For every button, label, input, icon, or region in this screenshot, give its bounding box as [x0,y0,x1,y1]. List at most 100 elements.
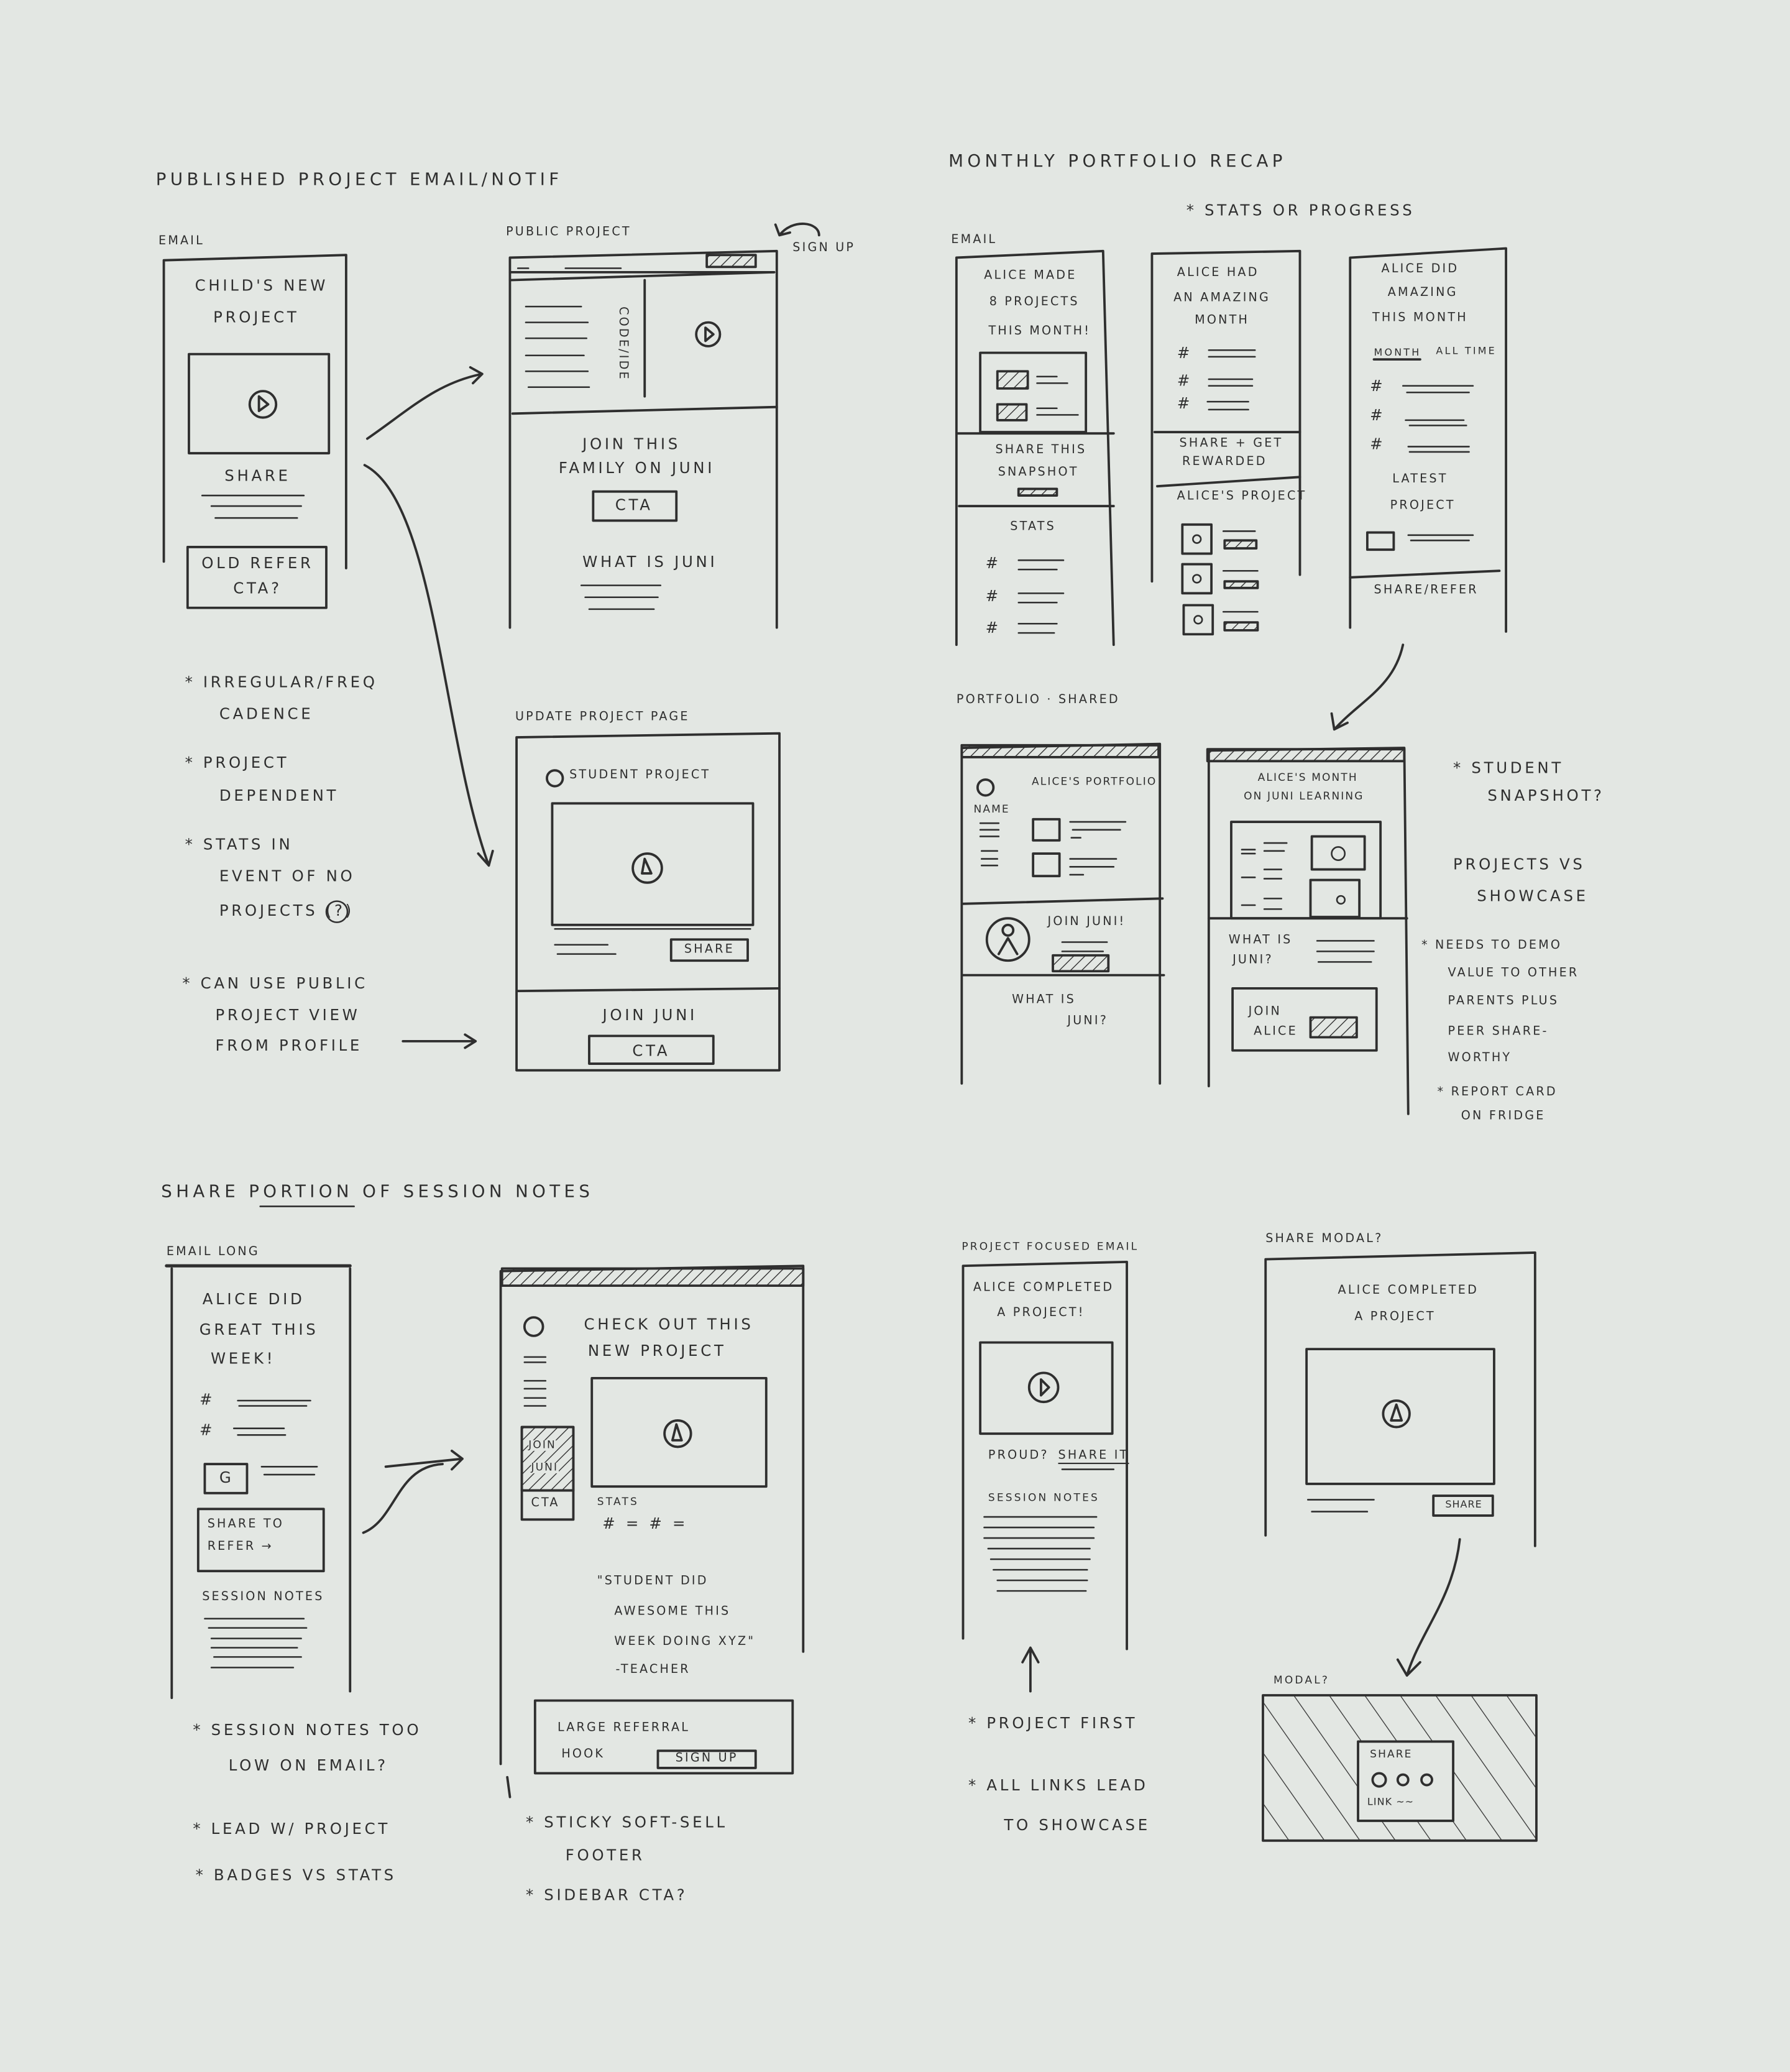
play-icon [631,852,663,884]
teacher-quote: -Teacher [615,1664,691,1677]
card-heading: Alice made [984,269,1077,283]
flow-arrow [363,464,494,867]
hash-icon: # [985,553,1001,573]
note: Projects vs [1453,855,1586,873]
note: * Irregular/freq [185,672,378,691]
note: * Sticky soft-sell [525,1813,728,1831]
note: showcase [1477,886,1589,905]
refer-cta[interactable]: Old refer [201,553,314,573]
what-is-juni: Juni? [1067,1015,1109,1028]
share-rewarded[interactable]: rewarded [1182,456,1267,469]
session-notes-web-wireframe [499,1264,805,1798]
flow-arrow [365,366,484,440]
note: * Can use public [182,974,368,993]
note: from profile [215,1036,363,1055]
note: event of no [219,867,356,886]
share-link[interactable]: Share [224,466,291,486]
hash-icon: # [1177,343,1193,362]
play-icon [1382,1399,1411,1429]
share-it-link[interactable]: Share it [1058,1449,1129,1463]
share-dialog-title: Share [1370,1748,1413,1761]
teacher-quote: awesome this [614,1605,731,1619]
flow-arrow [362,1449,464,1534]
email-heading: Child's new [195,276,329,295]
thumbnail [1310,835,1366,871]
note: project view [215,1005,360,1024]
note: * Student [1453,758,1564,777]
note: low on email? [228,1756,388,1775]
note: parents plus [1448,995,1559,1008]
student-month-wireframe [1206,747,1410,1115]
latest-project: project [1390,499,1456,513]
share-button[interactable]: Share [1445,1498,1482,1511]
hash-icon: # [985,586,1001,605]
email-wireframe [162,254,347,609]
card-heading: this month! [988,325,1091,339]
frame-label: Email long [166,1246,260,1259]
recap-email-card-1 [955,249,1115,647]
session-notes-label: Session notes [988,1491,1100,1504]
flow-arrow [1396,1538,1461,1677]
share-option-icons [1371,1772,1433,1788]
share-button[interactable]: Share [684,943,735,957]
cta-button[interactable]: CTA [615,495,653,514]
note: peer share- [1448,1025,1549,1039]
sidebar-cta[interactable]: Juni [531,1461,559,1473]
month-heading: Alice's month [1257,771,1358,784]
join-heading: Join this [582,435,681,454]
refer-cta[interactable]: CTA? [233,578,282,597]
frame-label: Share modal? [1265,1233,1384,1246]
note: snapshot? [1487,786,1605,805]
tab-all-time[interactable]: All time [1436,344,1497,357]
frame-label: Email [951,234,998,247]
join-juni: Join Juni! [1047,915,1126,929]
hash-icon: # [985,618,1001,637]
signup-button[interactable]: Sign up [675,1752,738,1766]
play-icon [695,321,722,348]
stats-label: Stats [1010,520,1057,534]
share-snapshot[interactable]: snapshot [998,466,1079,480]
share-refer-box[interactable]: refer → [207,1540,273,1554]
email-long-wireframe [170,1267,352,1700]
code-ide-label: Code/IDE [615,306,629,381]
tab-month[interactable]: Month [1374,346,1421,359]
flow-arrow [402,1033,477,1049]
footer-hook: Large referral [557,1721,691,1735]
share-refer-button[interactable]: Share/refer [1374,584,1479,597]
teacher-quote: week doing xyz" [614,1636,756,1649]
card-heading: month [1195,314,1250,328]
play-icon [248,390,278,419]
web-heading: new project [587,1341,727,1360]
cta-button[interactable]: CTA [632,1041,671,1060]
email-heading: project [213,308,300,326]
recap-email-card-2 [1150,249,1301,636]
frame-label: Public project [506,226,631,239]
public-project-wireframe [508,223,820,629]
share-refer-box[interactable]: Share to [207,1518,285,1532]
frame-label: Update project page [515,711,690,724]
section-title: Share portion of session notes [161,1182,594,1203]
modal-page-heading: a project [1354,1310,1436,1324]
badge-icon: G [219,1468,234,1487]
footer-hook: hook [561,1748,605,1762]
sidebar-cta-button[interactable]: CTA [531,1497,560,1511]
web-heading: Check out this [584,1314,754,1333]
email-heading: a project! [997,1307,1085,1320]
note: worthy [1448,1051,1512,1066]
share-snapshot[interactable]: Share this [995,444,1087,458]
copy-link[interactable]: Link ~~ [1367,1795,1415,1808]
avatar-icon [985,917,1030,962]
section-title: Published project email/notif [155,170,563,191]
card-heading: Alice had [1177,267,1259,280]
signup-button-shape [705,254,757,269]
update-project-page-wireframe [515,732,781,1072]
hash-icon: # [1177,394,1193,413]
month-heading: on Juni learning [1244,790,1364,803]
portfolio-shared-wireframe [960,742,1165,1085]
project-focused-email-wireframe [962,1260,1128,1651]
flow-arrow [1330,643,1405,731]
card-heading: amazing [1387,287,1458,300]
sidebar-cta[interactable]: Join [528,1439,556,1451]
frame-label: Project focused email [962,1240,1139,1253]
share-rewarded[interactable]: Share + get [1179,437,1283,451]
